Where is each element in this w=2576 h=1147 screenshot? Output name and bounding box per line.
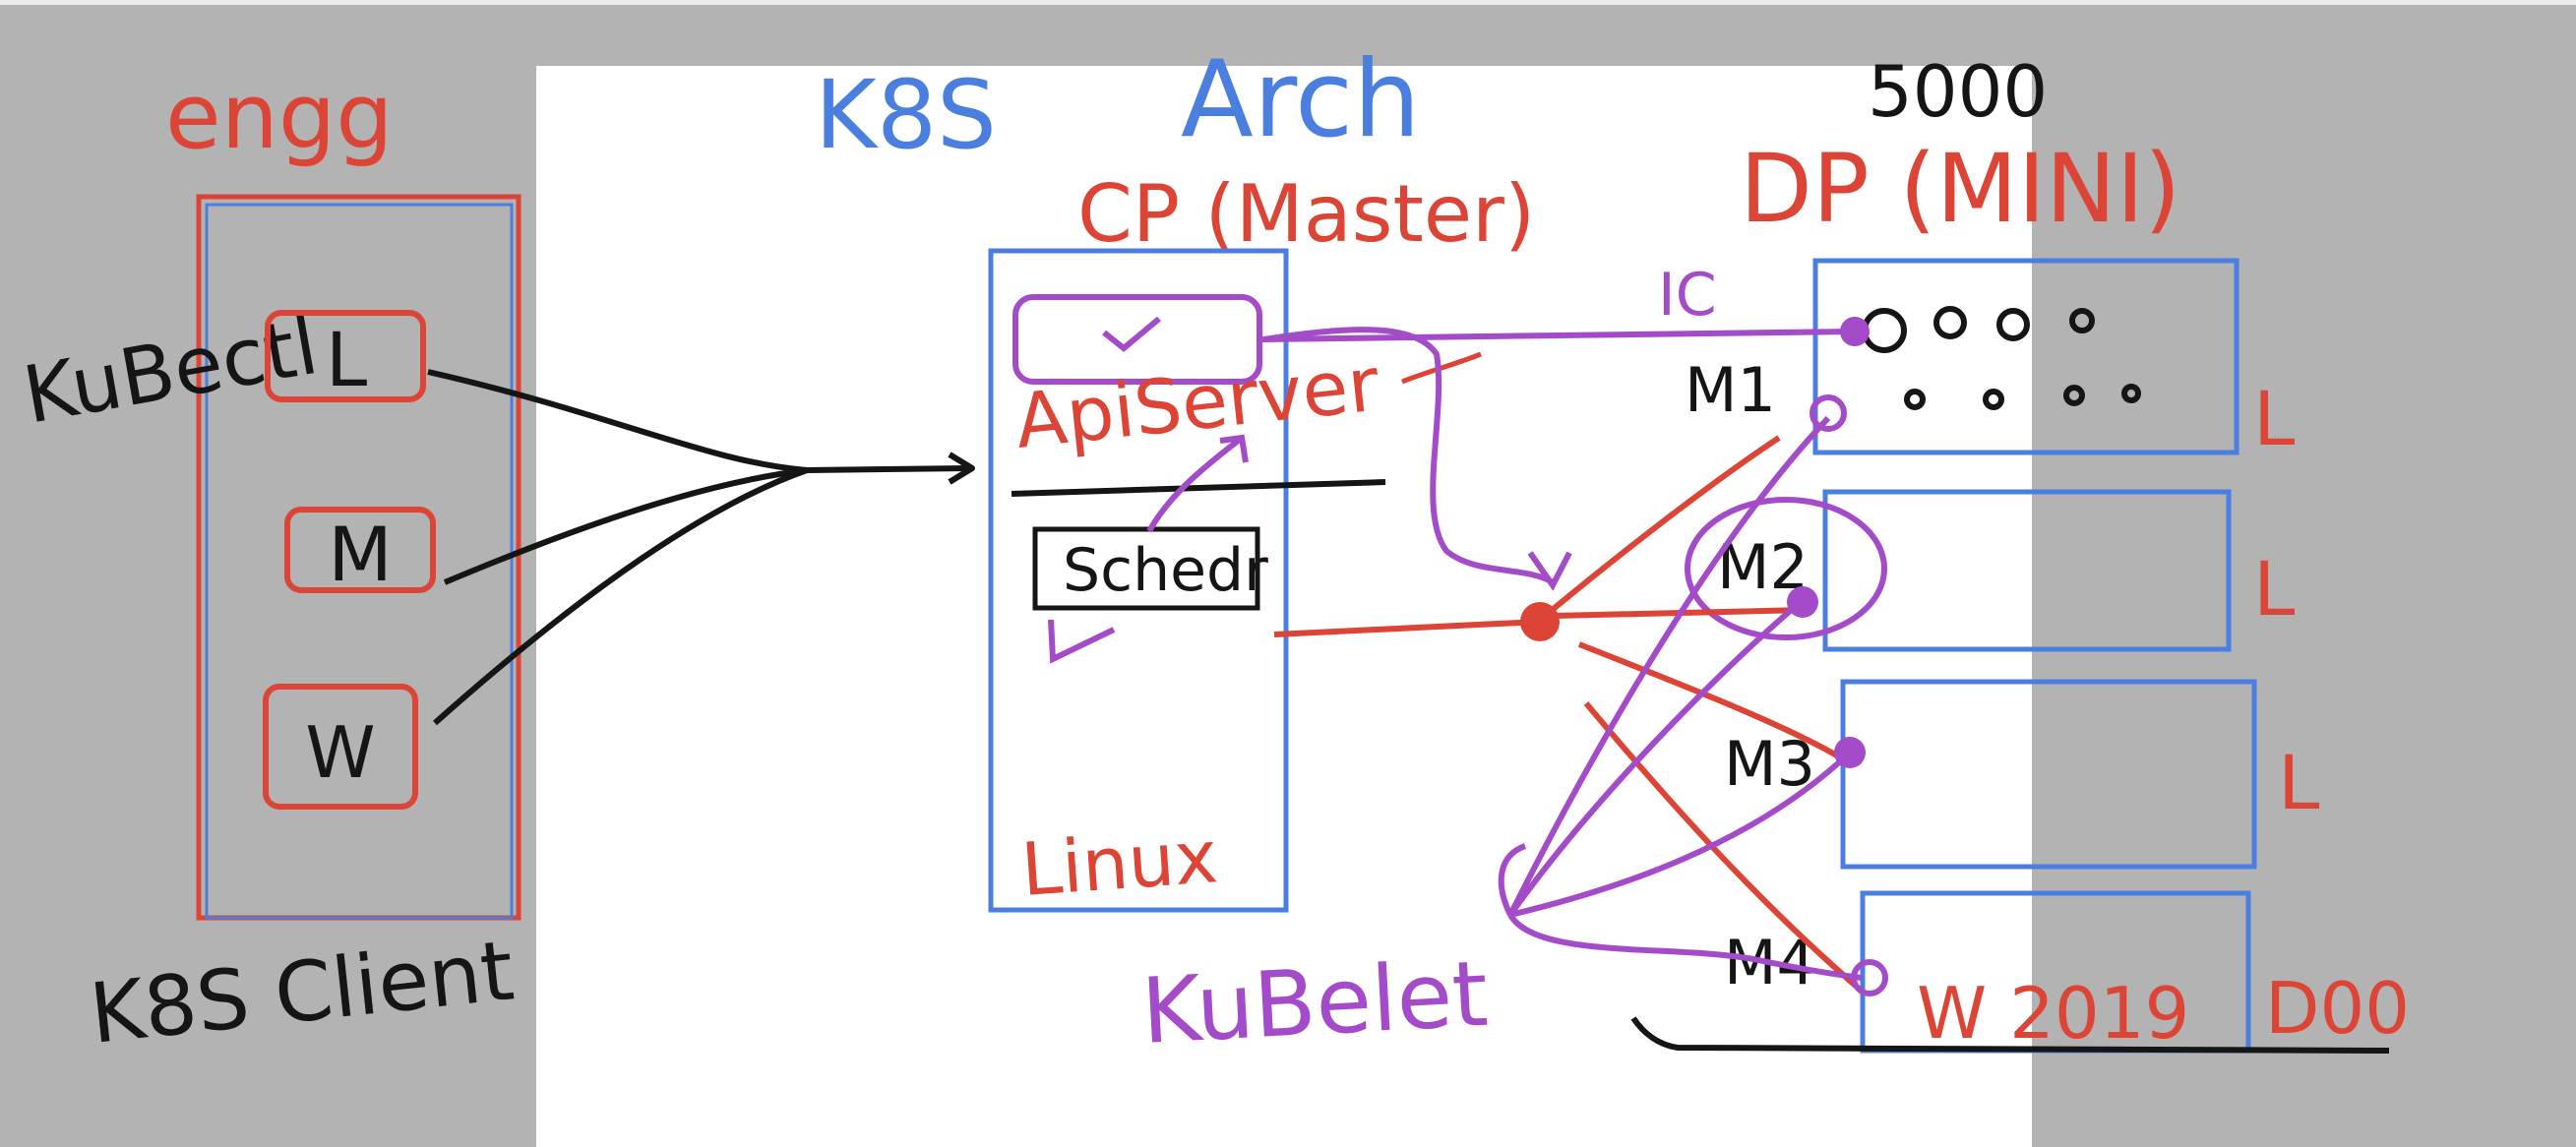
control-plane-box xyxy=(988,248,1289,913)
m1-kubelet-endpoint xyxy=(1809,394,1847,432)
api-to-m1-line xyxy=(1260,329,1856,342)
node-m2-os: L xyxy=(2253,545,2295,633)
os-box-l xyxy=(265,310,426,402)
kubectl-label: KuBectl xyxy=(17,300,324,442)
api-server-highlight xyxy=(1012,294,1262,385)
os-box-w-label: W xyxy=(305,711,375,794)
ip-label: IC xyxy=(1658,261,1717,330)
os-box-m xyxy=(284,507,436,593)
api-server-label: ApiServer xyxy=(1012,340,1384,465)
client-inner-box xyxy=(205,203,514,920)
kubelet-hook-stroke xyxy=(1498,843,1527,917)
arrow-shaft xyxy=(806,465,970,473)
m3-kubelet-endpoint xyxy=(1834,737,1866,768)
node-m4-os: W 2019 xyxy=(1917,972,2189,1055)
node-m1-os: L xyxy=(2253,375,2295,462)
cp-divider-line xyxy=(1011,479,1386,497)
data-plane-underline xyxy=(1630,1016,2390,1054)
title-arch: Arch xyxy=(1181,38,1421,161)
m4-kubelet-endpoint xyxy=(1851,959,1888,996)
node-box-m2 xyxy=(1822,489,2232,652)
m2-highlight-circle xyxy=(1685,497,1887,640)
node-m3-os: L xyxy=(2278,739,2319,826)
scheduler-box xyxy=(1032,526,1260,611)
extra-count-label: D00 xyxy=(2265,967,2410,1050)
m2-kubelet-endpoint xyxy=(1787,586,1818,618)
title-k8s: K8S xyxy=(815,60,997,170)
client-line-w xyxy=(433,467,808,726)
kubelet-to-m3-line xyxy=(1509,750,1853,918)
hub-to-m4-line xyxy=(1583,701,1867,996)
api-tick-mark xyxy=(1102,316,1161,352)
api-to-hub-line xyxy=(1263,327,1555,585)
api-server-underline xyxy=(1401,351,1482,385)
node-count-label: 5000 xyxy=(1868,50,2048,133)
scheduler-label: Schedr xyxy=(1063,536,1268,605)
kubelet-label: KuBelet xyxy=(1139,941,1491,1064)
os-box-w xyxy=(263,684,418,810)
api-to-hub-arrow-head xyxy=(1527,551,1572,591)
client-line-m xyxy=(443,467,808,585)
node-box-m1 xyxy=(1812,258,2239,455)
kubelet-to-m2-line xyxy=(1507,597,1805,917)
k8s-client-caption: K8S Client xyxy=(86,922,519,1062)
cp-master-heading: CP (Master) xyxy=(1077,168,1535,260)
engg-label: engg xyxy=(165,64,394,169)
cp-os-label: Linux xyxy=(1018,815,1220,913)
arrow-head xyxy=(948,452,975,485)
m1-endpoint-dot xyxy=(1840,317,1870,346)
scheduler-check-mark xyxy=(1048,619,1116,664)
scheduler-arrow-head xyxy=(1219,434,1249,463)
hub-to-m3-line xyxy=(1577,641,1842,760)
dp-mini-heading: DP (MINI) xyxy=(1740,134,2181,244)
pod-dots-m1 xyxy=(1862,306,2141,410)
scheduler-to-api-arrow xyxy=(1146,435,1244,533)
kubelet-to-m4-line xyxy=(1507,913,1863,981)
os-box-l-label: L xyxy=(326,316,367,403)
hub-to-m1-line xyxy=(1548,435,1781,615)
node-m3-label: M3 xyxy=(1724,728,1815,800)
node-box-m3 xyxy=(1840,679,2257,870)
os-box-m-label: M xyxy=(328,511,393,598)
scheduler-to-hub-line xyxy=(1273,619,1541,637)
top-edge-strip xyxy=(0,0,2576,5)
node-m1-label: M1 xyxy=(1685,354,1776,426)
client-line-l xyxy=(427,369,808,473)
kubelet-to-m1-line xyxy=(1507,415,1831,917)
